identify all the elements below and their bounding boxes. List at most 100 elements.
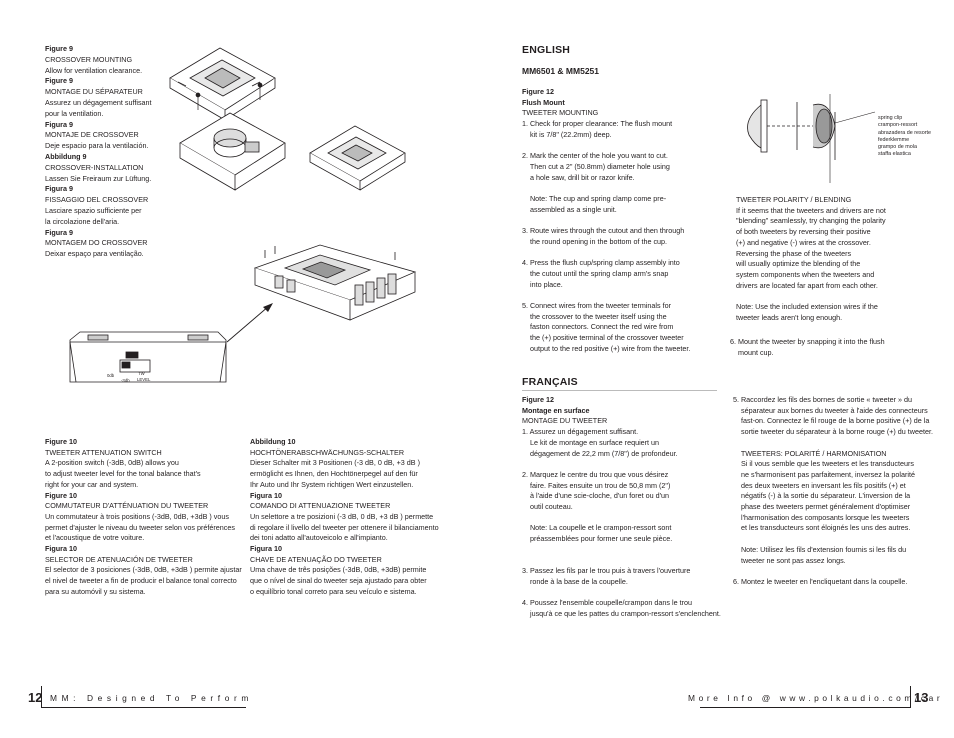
figure-label: Figure 10 [45,490,77,500]
text-line [522,248,690,259]
callout-line: crampon-ressort [878,122,918,129]
text-line: que o nível de sinal do tweeter seja aju… [250,576,427,586]
text-line: TWEETER ATTENUATION SWITCH [45,447,162,457]
switch-label-tw: TW [138,371,145,376]
figure-label: Figura 10 [250,544,282,554]
text-line: à l'aide d'une scie-cloche, d'un foret o… [522,491,669,501]
figure-label: Abbildung 10 [250,437,296,446]
text-line: the cutout until the spring clamp arm's … [522,268,669,278]
text-line: faston connectors. Connect the red wire … [522,322,674,332]
text-line [522,545,721,556]
text-line: dégagement de 22,2 mm (7/8") de profonde… [522,448,678,458]
switch-lever-icon [121,361,131,369]
figure-label: Figure 10 [45,437,77,446]
text-line [733,534,933,545]
text-line: Ihr Auto und Ihr System richtigen Wert e… [250,479,414,489]
text-line: des deux tweeters en inversant les fils … [733,480,906,490]
text-line: El selector de 3 posiciones (-3dB, 0dB, … [45,565,242,575]
text-line: CHAVE DE ATENUAÇÃO DO TWEETER [250,554,382,564]
text-line [522,459,721,470]
callout-line: spring clip [878,115,903,121]
figure-label: Figura 9 [45,184,73,194]
text-line: COMMUTATEUR D'ATTÉNUATION DU TWEETER [45,501,209,511]
text-line: system components when the tweeters and [736,269,875,279]
pointer-arrow-icon [226,303,273,343]
footer-divider [41,686,42,708]
text-line [522,215,690,226]
text-line [736,291,886,302]
text-line: 2. Mark the center of the hole you want … [522,151,668,161]
text-line: tweeter ne sont pas assez longs. [733,555,846,565]
text-line: Deixar espaço para ventilação. [45,249,144,259]
text-line: Un commutateur à trois positions (-3dB, … [45,511,229,521]
text-line: o equilíbrio tonal correto para seu veíc… [250,586,417,596]
text-line: If it seems that the tweeters and driver… [736,205,886,215]
figure-label: Figura 10 [250,490,282,500]
text-line: faire. Faites ensuite un trou de 50,8 mm… [522,480,671,490]
text-line [522,556,721,567]
text-line: Assurez un dégagement suffisant [45,97,152,107]
callout-line: grampo de mola [878,144,917,151]
text-line: MONTAJE DE CROSSOVER [45,130,139,140]
footer-rule [41,707,246,708]
figure-label: Figura 10 [45,544,77,554]
footer-tagline: MM: Designed To Perform [50,693,253,703]
text-line: négatifs (-) à la sortie du séparateur. … [733,491,911,501]
text-line: 3. Passez les fils par le trou puis à tr… [522,566,691,576]
text-line: tweeter leads aren't long enough. [736,312,843,322]
section-divider [522,390,717,391]
callout-line: abrazadera de resorte [878,129,932,136]
text-line: Lassen Sie Freiraum zur Lüftung. [45,173,152,183]
text-line: the round opening in the bottom of the c… [522,236,668,246]
text-line: MONTAGE DU SÉPARATEUR [45,87,143,97]
text-line: 6. Montez le tweeter en l'encliquetant d… [733,576,908,586]
figure-label: Montage en surface [522,405,590,415]
text-line: Deje espacio para la ventilación. [45,141,149,151]
text-line: kit is 7/8" (22.2mm) deep. [522,129,612,139]
page-number-left: 12 [28,690,43,705]
text-line: 5. Raccordez les fils des bornes de sort… [733,395,912,404]
text-line: output to the red positive (+) wire from… [522,343,691,353]
text-line [522,183,690,194]
text-line: Un selettore a tre posizioni (-3 dB, 0 d… [250,511,434,521]
text-line: Note: Utilisez les fils d'extension four… [733,544,907,554]
text-line: para su automóvil y su sistema. [45,586,146,596]
text-line: et les transducteurs sont éloignés les u… [733,523,911,533]
text-line: drivers are located far apart from each … [736,280,878,290]
text-line: et l'acoustique de votre voiture. [45,533,145,543]
text-line: Lasciare spazio sufficiente per [45,205,142,215]
switch-label-minus3db: -3db [121,378,130,383]
text-line [522,141,690,152]
text-line: 4. Press the flush cup/spring clamp asse… [522,258,680,268]
text-line: TWEETER POLARITY / BLENDING [736,195,852,204]
text-line: TWEETER MOUNTING [522,108,599,118]
figure12-tweeter-flush-mount-illustration [747,94,876,183]
text-line: Note: The cup and spring clamp come pre- [522,194,667,204]
text-line: HOCHTÖNERABSCHWÄCHUNGS-SCHALTER [250,447,405,457]
text-line: el nivel de tweeter a fin de producir el… [45,576,237,586]
text-line: SELECTOR DE ATENUACIÓN DE TWEETER [45,554,193,564]
text-line: dei toni adatto all'autoveicolo e all'im… [250,533,388,543]
text-line: Allow for ventilation clearance. [45,65,143,75]
crossover-cover-icon [169,47,276,121]
text-line [733,566,933,577]
text-line: right for your car and system. [45,479,139,489]
figure10-crossover-connections-illustration [253,244,417,321]
text-line: 5. Connect wires from the tweeter termin… [522,301,671,311]
text-line: assembled as a single unit. [522,204,617,214]
text-line: séparateur aux bornes du tweeter à l'aid… [733,405,928,415]
text-line: jusqu'à ce que les pattes du crampon-res… [522,609,721,619]
callout-line: staffa elastica [878,151,911,158]
text-line: sortie tweeter du séparateur à la borne … [733,427,933,437]
text-line: Dieser Schalter mit 3 Positionen (-3 dB,… [250,458,420,468]
text-line: préassemblées pour former une seule pièc… [522,534,673,544]
text-line: Note: La coupelle et le crampon-ressort … [522,523,672,533]
text-line [522,588,721,599]
text-line: FISSAGGIO DEL CROSSOVER [45,195,149,205]
figure-label: Figure 9 [45,76,73,86]
